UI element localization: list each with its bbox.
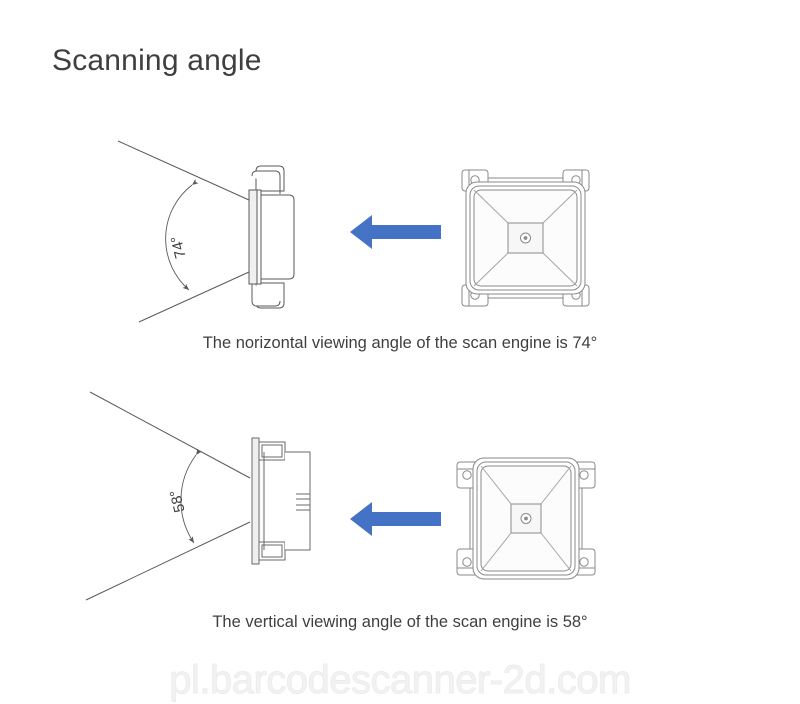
front2-tab-hole-bottom-right <box>579 557 589 567</box>
side-tab-bottom-back <box>251 283 281 307</box>
blue-arrow-shape-1 <box>350 215 441 249</box>
front2-tab-hole-bottom-left <box>462 557 472 567</box>
bevel2-bl <box>480 532 512 572</box>
blue-arrow-left-horizontal <box>350 215 441 249</box>
angle-label-74: 74° <box>168 234 190 260</box>
side-housing <box>260 194 295 280</box>
bevel2-tl <box>480 465 512 505</box>
angle-arc-path-74 <box>165 179 199 291</box>
front2-tab-hole-top-left <box>462 470 472 480</box>
profile-front-bezel <box>251 437 260 565</box>
profile-bezel-inner <box>258 443 265 559</box>
scan-engine-side-view <box>248 165 295 309</box>
scan-engine-profile-view <box>251 437 311 565</box>
angle-arc-74: 74° <box>165 179 199 291</box>
side-tab-top-back <box>251 170 281 194</box>
fov-ray-lower-74 <box>138 271 250 323</box>
front2-tab-hole-top-right <box>579 470 589 480</box>
profile-housing <box>285 451 311 551</box>
angle-label-58: 58° <box>167 488 189 514</box>
fov-ray-upper-74 <box>117 140 250 201</box>
fov-ray-lower-58 <box>85 521 251 601</box>
profile-tab-top-inner <box>261 444 283 458</box>
bevel-tl <box>473 189 509 224</box>
fov-cone-horizontal <box>117 140 250 323</box>
page-title: Scanning angle <box>52 44 262 77</box>
profile-tab-bottom-inner <box>261 544 283 558</box>
front-lens-center <box>523 236 528 240</box>
bevel2-br <box>540 532 572 572</box>
scan-engine-front-view-rotated <box>456 457 596 580</box>
angle-arc-path-58 <box>180 448 202 544</box>
caption-vertical-angle: The vertical viewing angle of the scan e… <box>212 613 588 631</box>
bevel2-tr <box>540 465 572 505</box>
caption-horizontal-angle: The norizontal viewing angle of the scan… <box>202 334 598 352</box>
front-funnel-bevel <box>473 189 578 287</box>
side-front-bezel <box>248 189 258 285</box>
angle-arc-58: 58° <box>167 448 202 544</box>
fov-cone-vertical <box>85 391 251 601</box>
scan-engine-front-view <box>461 169 590 307</box>
front2-lens-center <box>524 516 528 521</box>
fov-ray-upper-58 <box>89 391 251 479</box>
side-bezel-inner <box>256 189 262 285</box>
front2-funnel-bevel <box>480 465 572 572</box>
blue-arrow-shape-2 <box>350 502 441 536</box>
bevel-bl <box>473 252 509 287</box>
blue-arrow-left-vertical <box>350 502 441 536</box>
bevel-tr <box>542 189 578 224</box>
bevel-br <box>542 252 578 287</box>
